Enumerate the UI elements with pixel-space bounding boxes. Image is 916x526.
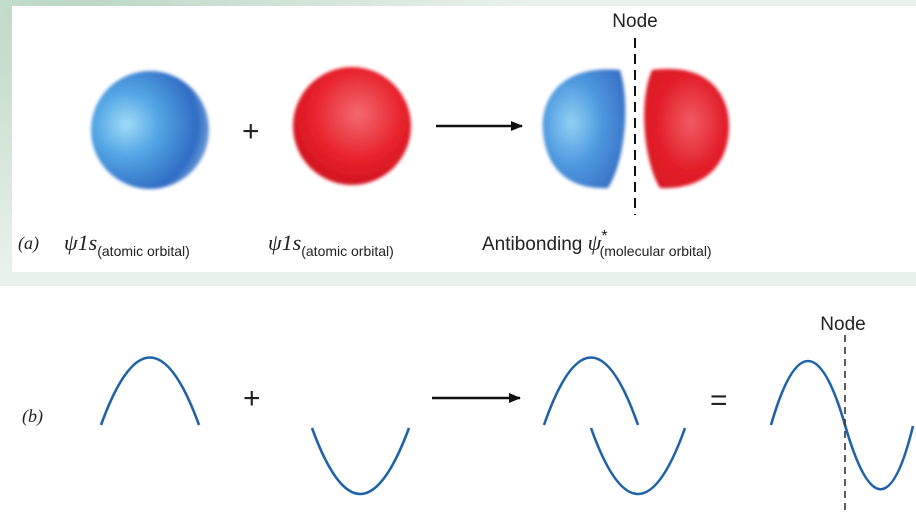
panel-b-label: (b) — [22, 406, 43, 427]
red-1s-orbital-sphere — [293, 67, 411, 185]
orbital-2-subscript: (atomic orbital) — [301, 243, 394, 259]
combined-wave-crest — [542, 356, 640, 426]
antibonding-label: Antibonding ψ*(molecular orbital) — [482, 228, 712, 259]
orbital-1-label: ψ1s(atomic orbital) — [64, 230, 190, 259]
panel-a-label: (a) — [18, 233, 39, 254]
panel-a: + Node (a) ψ1s(atomic orbital) ψ1s(atomi… — [18, 11, 730, 259]
combined-wave-trough — [589, 427, 687, 496]
antibonding-symbol: ψ — [588, 230, 602, 255]
antibonding-subscript: (molecular orbital) — [600, 243, 712, 259]
antibonding-blue-lobe — [542, 69, 626, 189]
blue-1s-orbital-sphere — [91, 71, 209, 189]
panel-b: (b) + = Node — [22, 314, 915, 515]
orbital-2-symbol: ψ1s — [268, 230, 301, 255]
antibonding-superscript: * — [601, 228, 607, 245]
wave-trough — [310, 427, 411, 496]
plus-sign-b: + — [243, 382, 261, 415]
node-label-a: Node — [612, 11, 657, 32]
orbital-1-symbol: ψ1s — [64, 230, 97, 255]
orbital-1-subscript: (atomic orbital) — [97, 243, 190, 259]
orbital-2-label: ψ1s(atomic orbital) — [268, 230, 394, 259]
antibonding-wave — [769, 359, 915, 491]
antibonding-red-lobe — [644, 68, 730, 189]
wave-crest — [99, 356, 201, 426]
equals-sign: = — [710, 384, 728, 417]
plus-sign-a: + — [242, 115, 260, 148]
panel-b-background — [0, 286, 916, 526]
antibonding-prefix: Antibonding — [482, 234, 588, 255]
node-label-b: Node — [820, 314, 865, 335]
